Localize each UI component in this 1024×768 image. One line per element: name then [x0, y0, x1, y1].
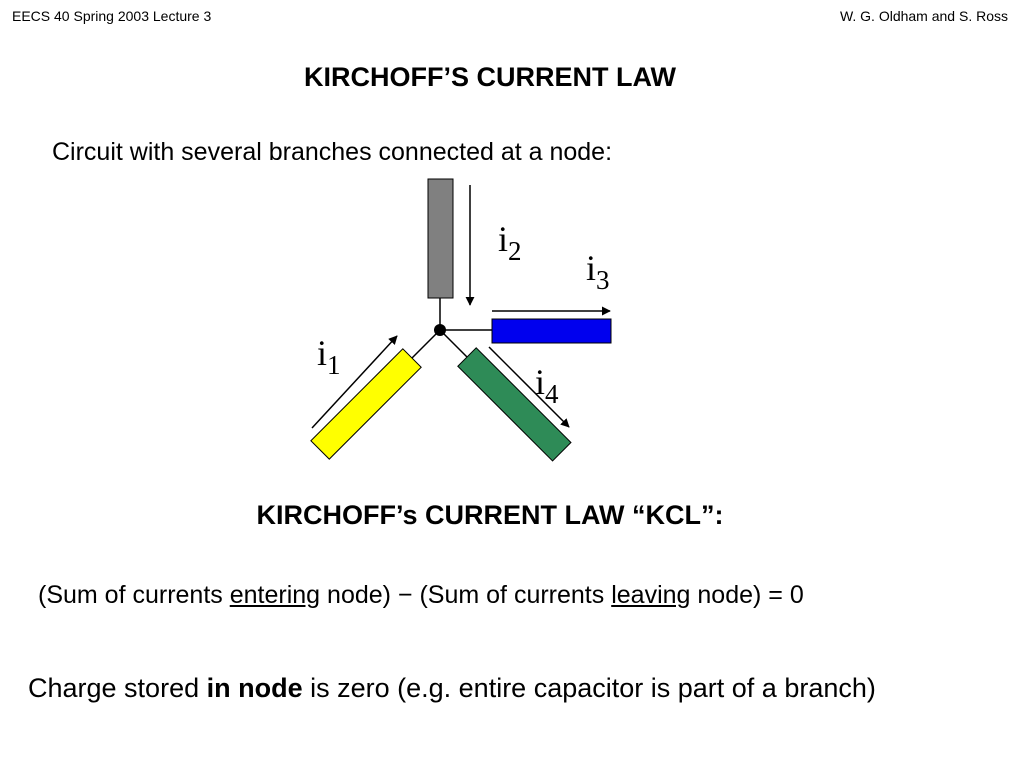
- slide-title: KIRCHOFF’S CURRENT LAW: [304, 62, 676, 92]
- header-authors: W. G. Oldham and S. Ross: [839, 8, 1008, 24]
- label-i1: i1: [317, 333, 341, 380]
- charge-part1: Charge stored: [28, 673, 207, 703]
- branch-right: [491, 318, 612, 344]
- label-i3: i3: [586, 248, 610, 295]
- equation-part1: (Sum of currents: [38, 581, 230, 609]
- kcl-heading: KIRCHOFF’s CURRENT LAW “KCL”:: [256, 500, 724, 530]
- equation-leaving: leaving: [611, 581, 691, 609]
- wire-bottom: [439, 329, 468, 358]
- charge-bold: in node: [206, 673, 303, 703]
- arrow-i1: [311, 335, 398, 429]
- header-course-info: EECS 40 Spring 2003 Lecture 3: [12, 8, 212, 24]
- label-i2: i2: [498, 219, 522, 266]
- equation-part2: node) − (Sum of currents: [320, 581, 612, 609]
- node-dot: [434, 324, 446, 336]
- equation-part3: node) = 0: [690, 581, 804, 609]
- intro-text: Circuit with several branches connected …: [52, 138, 613, 166]
- charge-part2: is zero (e.g. entire capacitor is part o…: [302, 673, 876, 703]
- label-i4: i4: [535, 362, 559, 409]
- equation-entering: entering: [229, 581, 321, 609]
- branch-bottom: [457, 347, 572, 462]
- wire-left: [411, 329, 441, 359]
- kcl-equation: (Sum of currents entering node) − (Sum o…: [38, 581, 804, 610]
- arrow-i4: [488, 346, 570, 428]
- branch-top: [427, 178, 454, 299]
- charge-statement: Charge stored in node is zero (e.g. enti…: [28, 673, 876, 704]
- branch-left: [310, 348, 422, 460]
